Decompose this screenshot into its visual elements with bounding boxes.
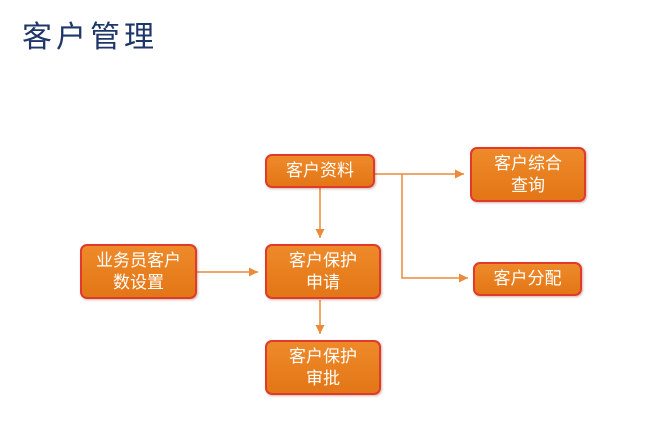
node-label: 客户资料 [286, 161, 354, 181]
node-label: 客户保护审批 [289, 346, 357, 389]
node-label: 客户综合查询 [494, 153, 562, 196]
node-customer-query[interactable]: 客户综合查询 [470, 147, 586, 202]
node-label: 业务员客户数设置 [96, 250, 181, 293]
node-protect-approve[interactable]: 客户保护审批 [265, 340, 381, 395]
node-customer-assign[interactable]: 客户分配 [473, 262, 582, 296]
node-protect-apply[interactable]: 客户保护申请 [265, 244, 381, 299]
node-salesperson-setting[interactable]: 业务员客户数设置 [80, 244, 197, 299]
node-customer-data[interactable]: 客户资料 [265, 154, 375, 188]
page-title: 客户管理 [22, 20, 158, 55]
node-label: 客户保护申请 [289, 250, 357, 293]
arrow-data-to-assign [401, 174, 468, 283]
node-label: 客户分配 [493, 269, 562, 289]
